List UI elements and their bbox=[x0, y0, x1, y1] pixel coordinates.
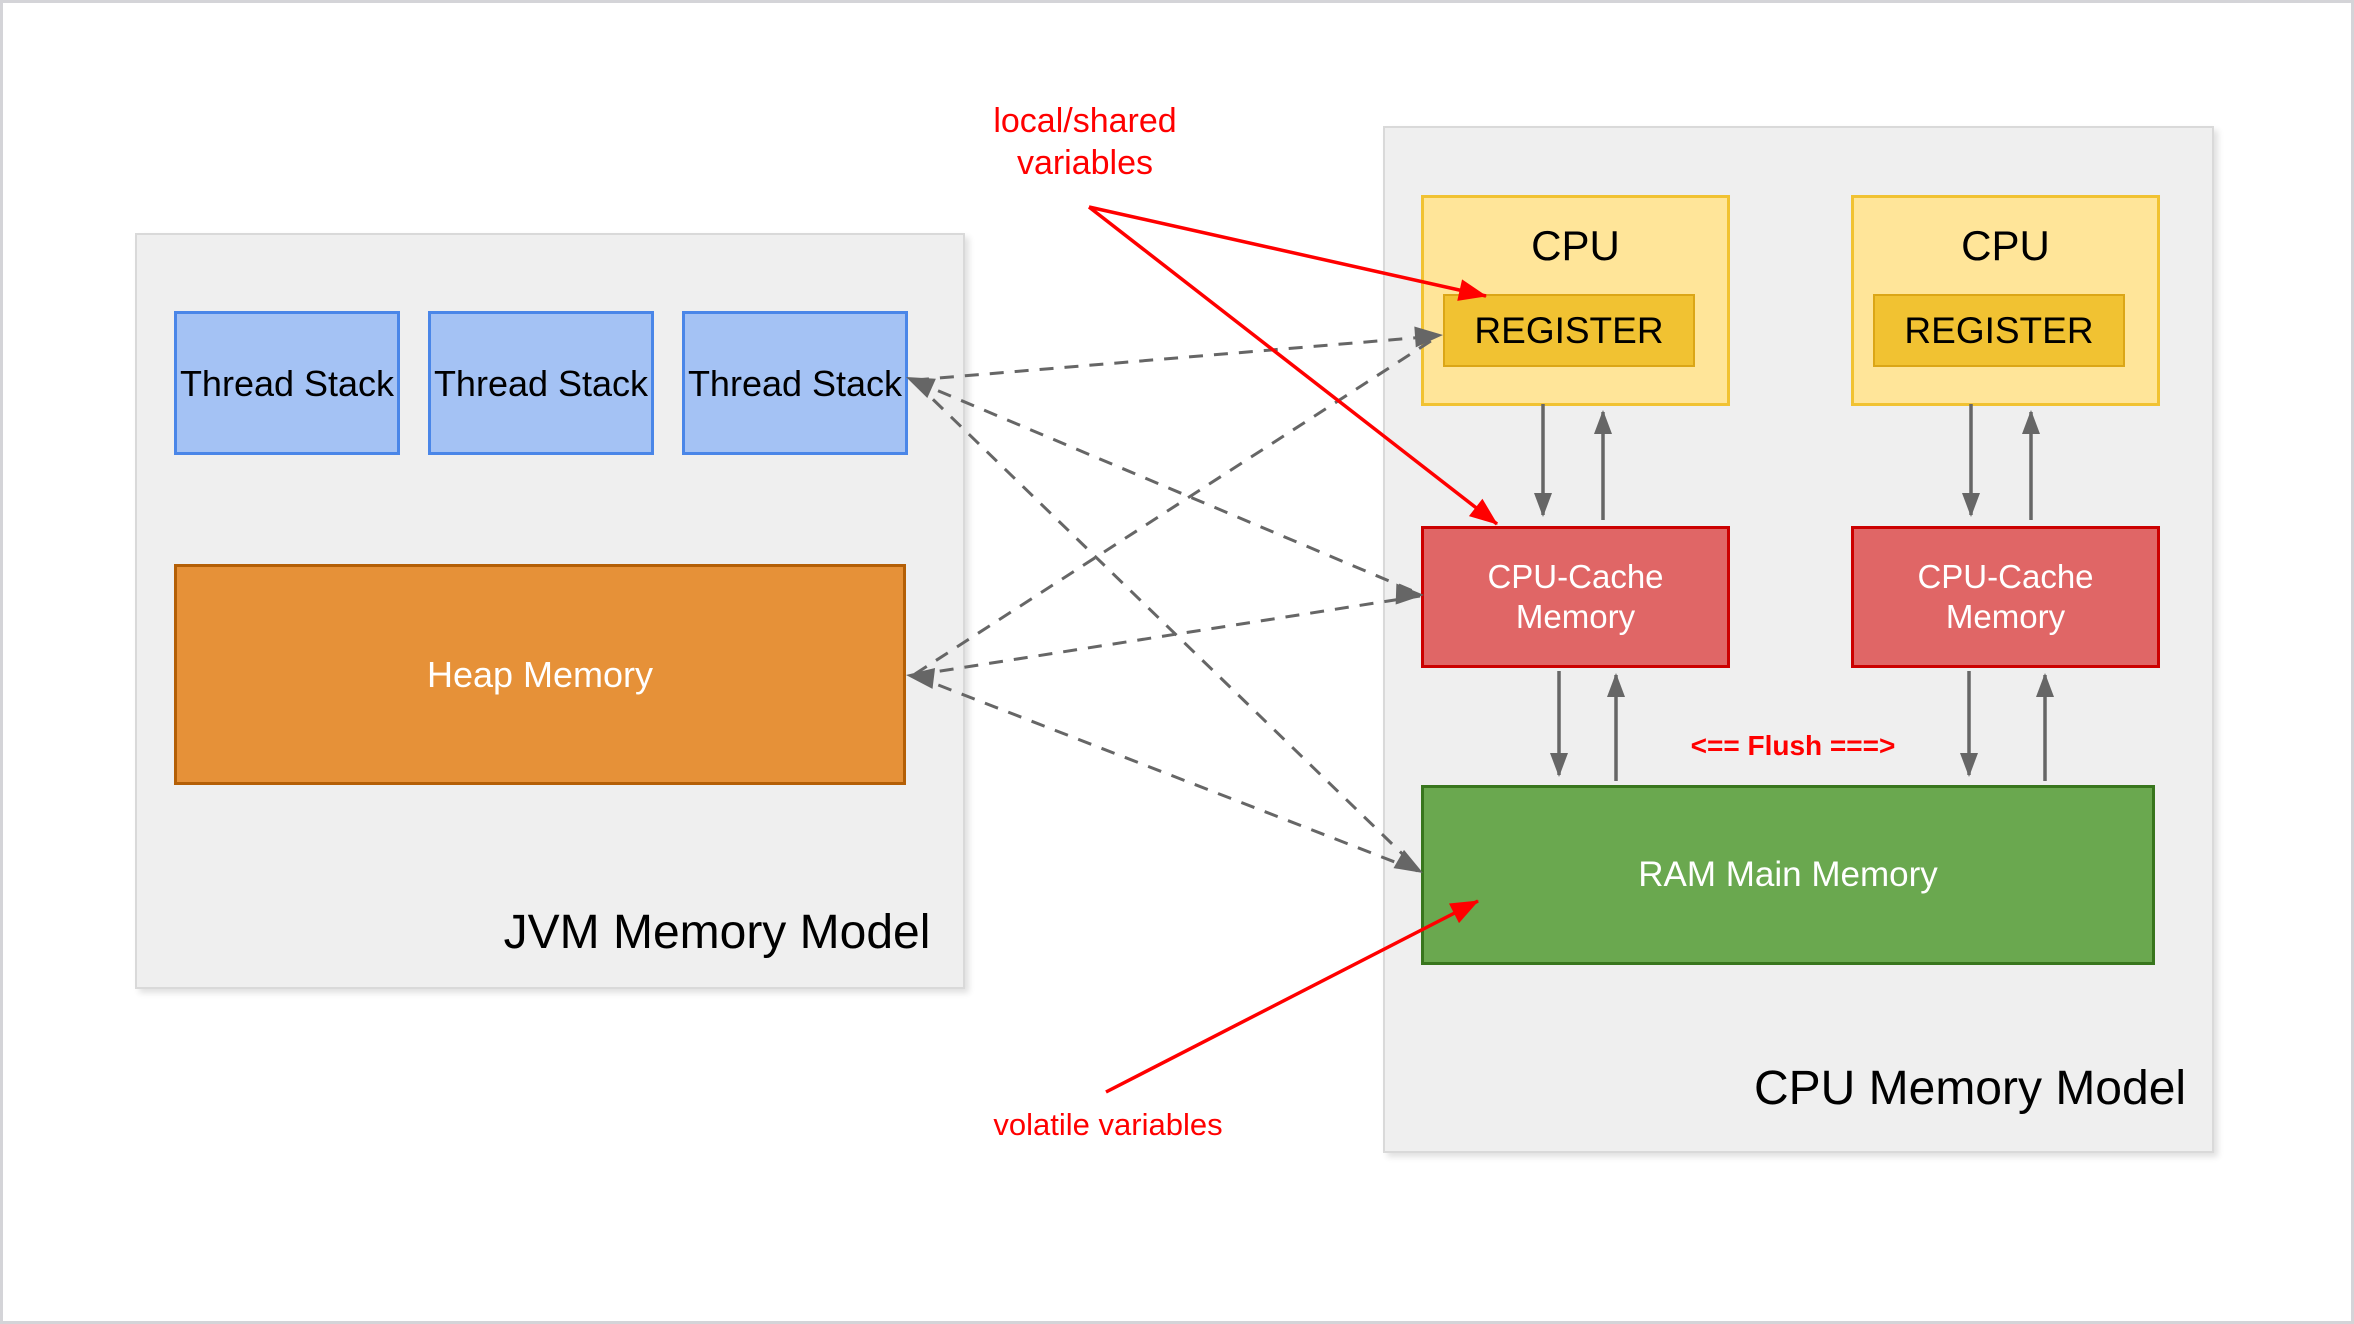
flush-annotation: <== Flush ===> bbox=[1690, 730, 1896, 761]
thread-stack-box-1: Thread Stack bbox=[174, 311, 400, 455]
thread-stack-box-2: Thread Stack bbox=[428, 311, 654, 455]
heap-memory-label: Heap Memory bbox=[426, 653, 654, 695]
thread-stack-label: Thread Stack bbox=[433, 362, 649, 404]
ram-main-memory-box: RAM Main Memory bbox=[1421, 785, 2155, 965]
cpu-cache-box-2: CPU-Cache Memory bbox=[1851, 526, 2160, 668]
register-box-2: REGISTER bbox=[1873, 294, 2125, 367]
cpu-title: CPU bbox=[1961, 222, 2050, 269]
register-label: REGISTER bbox=[1904, 309, 2094, 351]
dashed-line-heap-register bbox=[914, 335, 1438, 676]
dashed-line-threadstack-register bbox=[914, 334, 1438, 382]
thread-stack-label: Thread Stack bbox=[179, 362, 395, 404]
heap-memory-box: Heap Memory bbox=[174, 564, 906, 785]
thread-stack-label: Thread Stack bbox=[687, 362, 903, 404]
dashed-line-threadstack-ram bbox=[913, 380, 1420, 871]
thread-stack-box-3: Thread Stack bbox=[682, 311, 908, 455]
cpu-cache-label-line1: CPU-Cache bbox=[1917, 557, 2094, 595]
ram-label: RAM Main Memory bbox=[1638, 855, 1938, 894]
local-shared-line1: local/shared bbox=[993, 102, 1177, 140]
volatile-variables-annotation: volatile variables bbox=[993, 1107, 1223, 1142]
dashed-line-heap-cache bbox=[914, 594, 1421, 677]
register-label: REGISTER bbox=[1474, 309, 1664, 351]
register-box-1: REGISTER bbox=[1443, 294, 1695, 367]
jvm-panel-title: JVM Memory Model bbox=[503, 906, 931, 959]
local-shared-line2: variables bbox=[1016, 144, 1154, 182]
cpu-cache-label-line2: Memory bbox=[1945, 598, 2066, 635]
cpu-title: CPU bbox=[1531, 222, 1620, 269]
local-shared-variables-annotation: local/shared variables bbox=[935, 100, 1235, 184]
cpu-cache-label-line1: CPU-Cache bbox=[1487, 557, 1664, 595]
cpu-panel-title: CPU Memory Model bbox=[1753, 1062, 2187, 1115]
cpu-cache-box-1: CPU-Cache Memory bbox=[1421, 526, 1730, 668]
dashed-line-heap-ram bbox=[914, 674, 1419, 873]
dashed-line-threadstack-cache bbox=[914, 379, 1421, 596]
cpu-cache-label-line2: Memory bbox=[1515, 598, 1636, 635]
